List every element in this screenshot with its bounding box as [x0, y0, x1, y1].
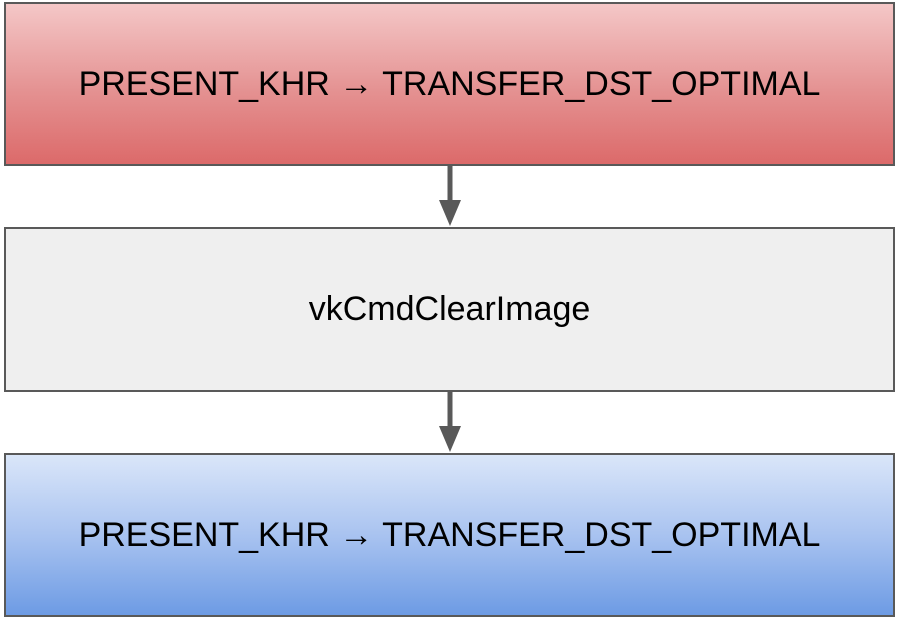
flow-arrow-down-icon: [439, 392, 461, 452]
flow-arrow-down-icon: [439, 166, 461, 226]
step-box-clear-image: vkCmdClearImage: [4, 227, 895, 392]
step-label-top: PRESENT_KHR → TRANSFER_DST_OPTIMAL: [78, 64, 821, 103]
step-box-layout-transition-bottom: PRESENT_KHR → TRANSFER_DST_OPTIMAL: [4, 453, 895, 617]
step-label-bottom: PRESENT_KHR → TRANSFER_DST_OPTIMAL: [78, 515, 821, 554]
step-label-middle: vkCmdClearImage: [308, 290, 591, 328]
step-box-layout-transition-top: PRESENT_KHR → TRANSFER_DST_OPTIMAL: [4, 2, 895, 166]
